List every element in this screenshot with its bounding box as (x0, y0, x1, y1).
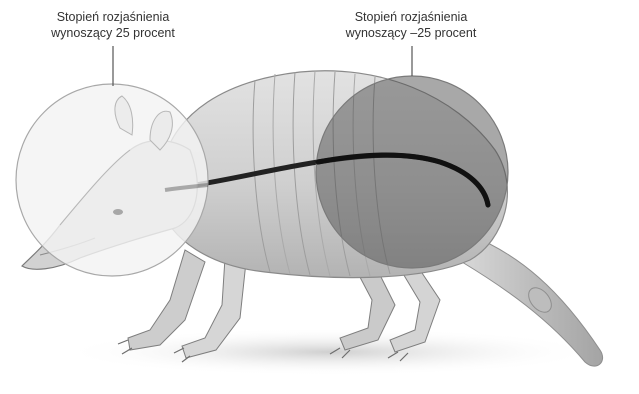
darkened-region (316, 76, 508, 268)
lightening-minus-25-label-line1: Stopień rozjaśnienia (316, 9, 506, 25)
lightening-minus-25-label: Stopień rozjaśnienia wynoszący –25 proce… (316, 9, 506, 41)
lightening-25-label-line1: Stopień rozjaśnienia (18, 9, 208, 25)
lightening-25-label: Stopień rozjaśnienia wynoszący 25 procen… (18, 9, 208, 41)
lightening-minus-25-label-line2: wynoszący –25 procent (316, 25, 506, 41)
lightening-25-label-line2: wynoszący 25 procent (18, 25, 208, 41)
lightened-region (16, 84, 208, 276)
